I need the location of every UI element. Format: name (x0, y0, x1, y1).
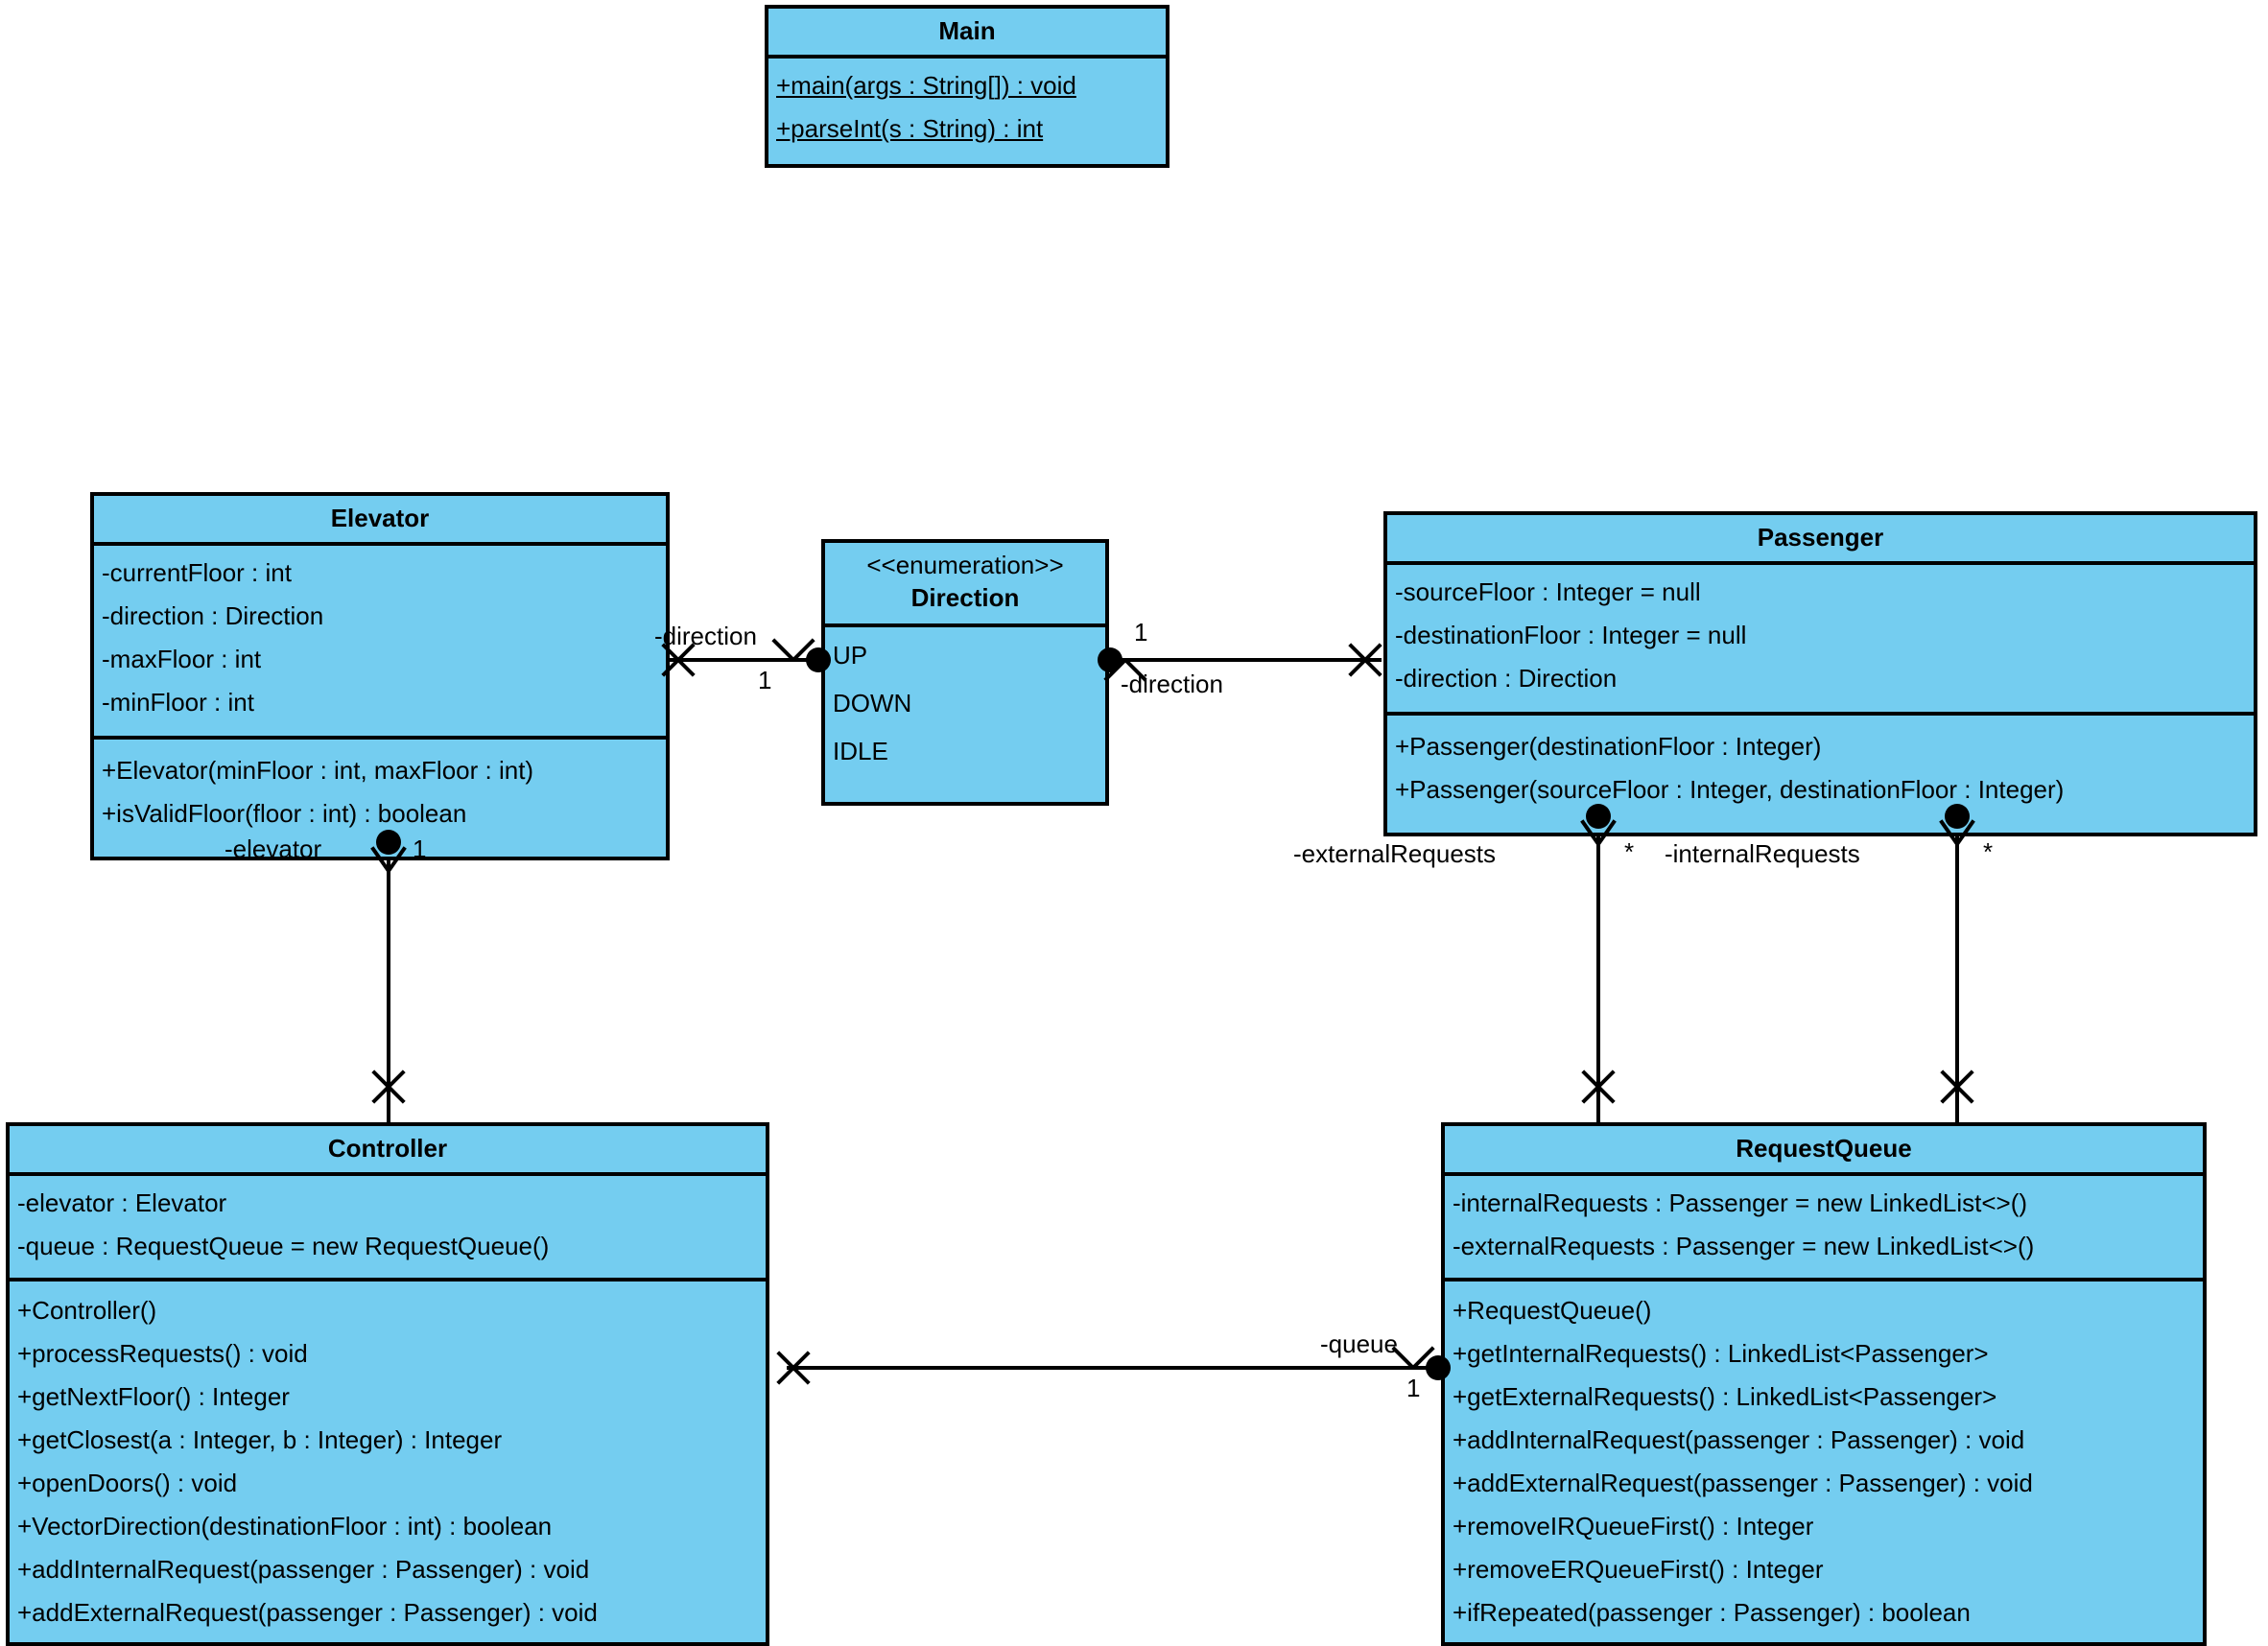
attribute-row: -direction : Direction (1395, 664, 1618, 693)
attribute-row: -elevator : Elevator (17, 1188, 227, 1217)
cross-marker-controller-queue-end (771, 1346, 815, 1390)
operation-row: +openDoors() : void (17, 1469, 238, 1497)
class-direction-header: <<enumeration>> Direction (825, 543, 1105, 623)
edge-label-queue-external-role: -externalRequests (1293, 839, 1496, 868)
operation-row: +parseInt(s : String) : int (776, 114, 1044, 143)
class-main-header: Main (768, 9, 1166, 55)
edge-label-elevator-direction-multiplicity: 1 (758, 666, 772, 694)
attribute-row: -destinationFloor : Integer = null (1395, 621, 1747, 649)
attribute-row: -sourceFloor : Integer = null (1395, 577, 1701, 606)
end-dot-elevator-from-controller (376, 830, 401, 855)
attribute-row: -minFloor : int (102, 688, 254, 717)
class-box-direction[interactable]: <<enumeration>> Direction UP DOWN IDLE (821, 539, 1109, 806)
operation-row: +Controller() (17, 1296, 157, 1325)
operation-row: +Elevator(minFloor : int, maxFloor : int… (102, 756, 534, 785)
operation-row: +Passenger(sourceFloor : Integer, destin… (1395, 775, 2065, 804)
class-controller-operations: +Controller() +processRequests() : void … (10, 1278, 766, 1642)
cross-marker-queue-internal-end (1935, 1065, 1979, 1109)
operation-row: +main(args : String[]) : void (776, 71, 1076, 100)
class-elevator-name: Elevator (330, 504, 430, 532)
attribute-row: -maxFloor : int (102, 645, 262, 673)
edge-controller-queue (787, 1366, 1439, 1370)
class-passenger-header: Passenger (1387, 515, 2254, 561)
operation-row: +getClosest(a : Integer, b : Integer) : … (17, 1425, 503, 1454)
operation-row: +removeIRQueueFirst() : Integer (1453, 1512, 1814, 1540)
cross-marker-queue-external-end (1576, 1065, 1620, 1109)
class-box-request-queue[interactable]: RequestQueue -internalRequests : Passeng… (1441, 1122, 2207, 1646)
operation-row: +isValidFloor(floor : int) : boolean (102, 799, 467, 828)
class-controller-name: Controller (327, 1134, 448, 1163)
operation-row: +addInternalRequest(passenger : Passenge… (17, 1555, 590, 1584)
operation-row: +addExternalRequest(passenger : Passenge… (17, 1598, 598, 1627)
class-box-controller[interactable]: Controller -elevator : Elevator -queue :… (6, 1122, 769, 1646)
class-box-passenger[interactable]: Passenger -sourceFloor : Integer = null … (1383, 511, 2257, 836)
class-elevator-header: Elevator (94, 496, 666, 542)
edge-passenger-direction (1113, 658, 1382, 662)
class-request-queue-operations: +RequestQueue() +getInternalRequests() :… (1445, 1278, 2203, 1642)
end-dot-direction-from-passenger (1098, 647, 1122, 672)
class-direction-literals: UP DOWN IDLE (825, 623, 1105, 802)
class-passenger-attributes: -sourceFloor : Integer = null -destinati… (1387, 561, 2254, 712)
class-elevator-operations: +Elevator(minFloor : int, maxFloor : int… (94, 736, 666, 857)
class-request-queue-header: RequestQueue (1445, 1126, 2203, 1172)
operation-row: +addInternalRequest(passenger : Passenge… (1453, 1425, 2025, 1454)
operation-row: +RequestQueue() (1453, 1296, 1652, 1325)
operation-row: +Passenger(destinationFloor : Integer) (1395, 732, 1822, 761)
edge-elevator-direction (662, 658, 825, 662)
edge-label-controller-elevator-multiplicity: 1 (413, 835, 427, 863)
enum-literal-row: UP (833, 641, 868, 670)
end-dot-queue-from-controller (1426, 1355, 1451, 1380)
cross-marker-passenger-end (1343, 638, 1387, 682)
class-controller-attributes: -elevator : Elevator -queue : RequestQue… (10, 1172, 766, 1278)
cross-marker-elevator-end (656, 638, 700, 682)
operation-row: +addExternalRequest(passenger : Passenge… (1453, 1469, 2033, 1497)
class-passenger-name: Passenger (1757, 523, 1884, 552)
cross-marker-controller-elevator-end (366, 1065, 411, 1109)
end-dot-passenger-from-queue-external (1586, 804, 1611, 829)
class-direction-name: Direction (910, 583, 1020, 612)
attribute-row: -internalRequests : Passenger = new Link… (1453, 1188, 2028, 1217)
attribute-row: -externalRequests : Passenger = new Link… (1453, 1232, 2035, 1260)
edge-queue-external-passenger (1596, 817, 1600, 1126)
enum-literal-row: IDLE (833, 737, 888, 765)
class-request-queue-name: RequestQueue (1736, 1134, 1912, 1163)
class-request-queue-attributes: -internalRequests : Passenger = new Link… (1445, 1172, 2203, 1278)
class-passenger-operations: +Passenger(destinationFloor : Integer) +… (1387, 712, 2254, 833)
edge-label-queue-external-multiplicity: * (1624, 837, 1635, 866)
end-dot-direction-from-elevator (806, 647, 831, 672)
attribute-row: -queue : RequestQueue = new RequestQueue… (17, 1232, 550, 1260)
operation-row: +removeERQueueFirst() : Integer (1453, 1555, 1824, 1584)
operation-row: +getInternalRequests() : LinkedList<Pass… (1453, 1339, 1989, 1368)
operation-row: +getExternalRequests() : LinkedList<Pass… (1453, 1382, 1997, 1411)
edge-controller-elevator (387, 844, 390, 1126)
operation-row: +ifRepeated(passenger : Passenger) : boo… (1453, 1598, 1971, 1627)
class-main-operations: +main(args : String[]) : void +parseInt(… (768, 55, 1166, 164)
class-elevator-attributes: -currentFloor : int -direction : Directi… (94, 542, 666, 736)
edge-label-controller-elevator-role: -elevator (224, 835, 322, 863)
class-direction-stereotype: <<enumeration>> (866, 551, 1064, 579)
attribute-row: -currentFloor : int (102, 558, 292, 587)
operation-row: +processRequests() : void (17, 1339, 308, 1368)
class-main-name: Main (938, 16, 996, 45)
edge-label-controller-queue-role: -queue (1320, 1329, 1398, 1358)
operation-row: +VectorDirection(destinationFloor : int)… (17, 1512, 553, 1540)
attribute-row: -direction : Direction (102, 601, 324, 630)
end-dot-passenger-from-queue-internal (1945, 804, 1970, 829)
class-box-main[interactable]: Main +main(args : String[]) : void +pars… (765, 5, 1169, 168)
enum-literal-row: DOWN (833, 689, 912, 717)
edge-label-queue-internal-multiplicity: * (1983, 837, 1994, 866)
edge-label-queue-internal-role: -internalRequests (1665, 839, 1860, 868)
edge-queue-internal-passenger (1955, 817, 1959, 1126)
class-controller-header: Controller (10, 1126, 766, 1172)
class-box-elevator[interactable]: Elevator -currentFloor : int -direction … (90, 492, 670, 860)
operation-row: +getNextFloor() : Integer (17, 1382, 290, 1411)
